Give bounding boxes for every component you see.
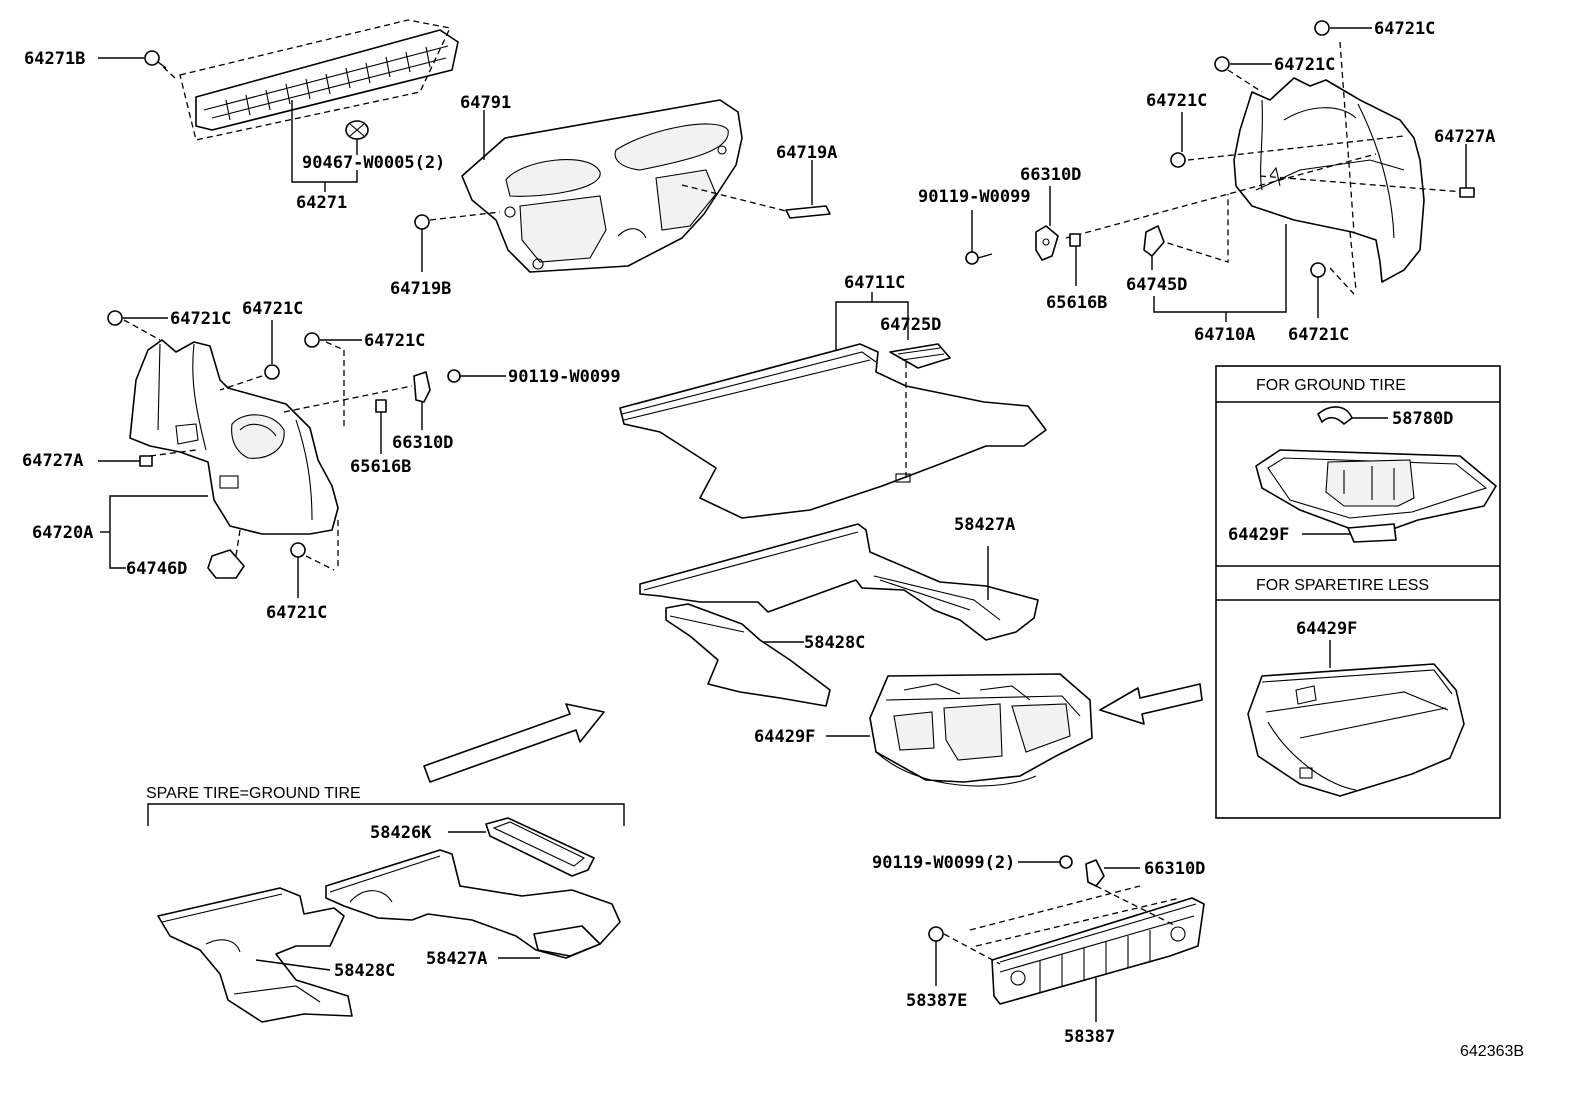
part-64711C-trunk-floor-mat (619, 343, 1047, 519)
label-90119-W0099-l: 90119-W0099 (508, 367, 621, 387)
label-64791: 64791 (460, 93, 511, 113)
part-64429F-tool-tray (869, 673, 1093, 787)
label-64710A: 64710A (1194, 325, 1255, 345)
clip-90467 (345, 120, 369, 155)
label-66310D-bottom: 66310D (1144, 859, 1205, 879)
label-90119-W0099-rh: 90119-W0099 (918, 187, 1031, 207)
panel-title-spare-eq-ground: SPARE TIRE=GROUND TIRE (146, 785, 361, 802)
label-58428C-center: 58428C (804, 633, 865, 653)
clip-65616B-rh (1069, 233, 1081, 286)
label-64721C-tr3: 64721C (1146, 91, 1207, 111)
part-58387-rear-sill-plate (943, 885, 1205, 1005)
clip-64721C-4 (1310, 262, 1326, 318)
label-64271: 64271 (296, 193, 347, 213)
clip-58387E (928, 926, 944, 986)
part-64710A-rh-side-trim (1065, 41, 1465, 295)
label-64746D: 64746D (126, 559, 187, 579)
label-64745D: 64745D (1126, 275, 1187, 295)
clip-64721C-l3 (304, 332, 362, 348)
label-58426K: 58426K (370, 823, 432, 843)
label-58387: 58387 (1064, 1027, 1115, 1047)
clip-66310D-rh (1035, 186, 1059, 261)
label-64721C-l1: 64721C (170, 309, 231, 329)
part-64429F-spare-less-tray (1247, 663, 1465, 797)
label-90119-W0099-bottom: 90119-W0099(2) (872, 853, 1015, 873)
box-ground-tire: FOR GROUND TIRE FOR SPARETIRE LESS (1215, 365, 1501, 819)
callout-labels: 64271B 90467-W0005(2) 64271 64791 64719A… (22, 19, 1524, 1060)
clip-64719B (414, 214, 430, 272)
clip-66310D-l (413, 371, 431, 430)
clip-65616B-l (375, 399, 387, 454)
label-65616B-l: 65616B (350, 457, 411, 477)
clip-64721C-l4 (290, 542, 306, 598)
part-58428C-center-deck-board (665, 603, 831, 707)
label-64711C: 64711C (844, 273, 905, 293)
label-64429F-center: 64429F (754, 727, 815, 747)
label-58387E: 58387E (906, 991, 967, 1011)
label-64721C-tr2: 64721C (1274, 55, 1335, 75)
label-64720A: 64720A (32, 523, 93, 543)
label-66310D-l: 66310D (392, 433, 453, 453)
part-58780D (1317, 406, 1388, 425)
label-64719B: 64719B (390, 279, 451, 299)
panel-title-sparetire-less: FOR SPARETIRE LESS (1256, 577, 1429, 594)
clip-64727A-lh (98, 455, 153, 467)
part-58428C-bottom-deck (157, 887, 353, 1023)
part-64720A-lh-side-trim (123, 319, 413, 571)
label-58428C-bottom: 58428C (334, 961, 395, 981)
clip-64745D (1143, 225, 1165, 270)
clip-64721C-2 (1214, 56, 1272, 72)
label-58427A-center: 58427A (954, 515, 1015, 535)
label-64721C-l2: 64721C (242, 299, 303, 319)
label-64727A-lh: 64727A (22, 451, 83, 471)
clip-90119-bottom (1018, 855, 1073, 869)
label-64721C-tr4: 64721C (1288, 325, 1349, 345)
label-64727A-rh: 64727A (1434, 127, 1495, 147)
label-58780D: 58780D (1392, 409, 1453, 429)
clip-64721C-3 (1170, 112, 1186, 168)
clip-90119-rh (965, 210, 993, 265)
panel-title-ground-tire: FOR GROUND TIRE (1256, 377, 1406, 394)
arrow-pointer-right (1099, 683, 1203, 725)
bracket-spare-eq-ground: SPARE TIRE=GROUND TIRE (146, 785, 625, 826)
label-64725D: 64725D (880, 315, 941, 335)
label-65616B-rh: 65616B (1046, 293, 1107, 313)
part-64271-luggage-trim (159, 19, 459, 141)
label-64429F-ground: 64429F (1228, 525, 1289, 545)
clip-64721C-l2 (219, 320, 280, 391)
part-64429F-ground-tire-tray (1255, 449, 1497, 543)
clip-64719A (785, 205, 831, 219)
part-58427A-center-deck-board (639, 523, 1039, 641)
label-64719A: 64719A (776, 143, 837, 163)
label-58427A-bottom: 58427A (426, 949, 487, 969)
label-64271B: 64271B (24, 49, 85, 69)
clip-64727A-rh (1459, 144, 1475, 198)
label-64721C-l3: 64721C (364, 331, 425, 351)
arrow-pointer-center (423, 703, 605, 783)
part-64791-package-tray-trim (429, 99, 791, 273)
label-64429F-spare-less: 64429F (1296, 619, 1357, 639)
clip-64721C-top (1314, 20, 1372, 36)
clip-64746D (207, 549, 245, 579)
clip-64271B (144, 50, 167, 69)
label-64721C-tr1: 64721C (1374, 19, 1435, 39)
part-58426K (485, 817, 595, 877)
clip-64721C-l1 (107, 310, 168, 326)
part-58427A-bottom-deck (325, 849, 621, 959)
figure-id: 642363B (1460, 1043, 1524, 1060)
clip-90119-l (447, 369, 506, 383)
label-90467-W0005: 90467-W0005(2) (302, 153, 445, 173)
clip-66310D-bottom (1085, 859, 1140, 887)
label-66310D-rh: 66310D (1020, 165, 1081, 185)
label-64721C-l4: 64721C (266, 603, 327, 623)
